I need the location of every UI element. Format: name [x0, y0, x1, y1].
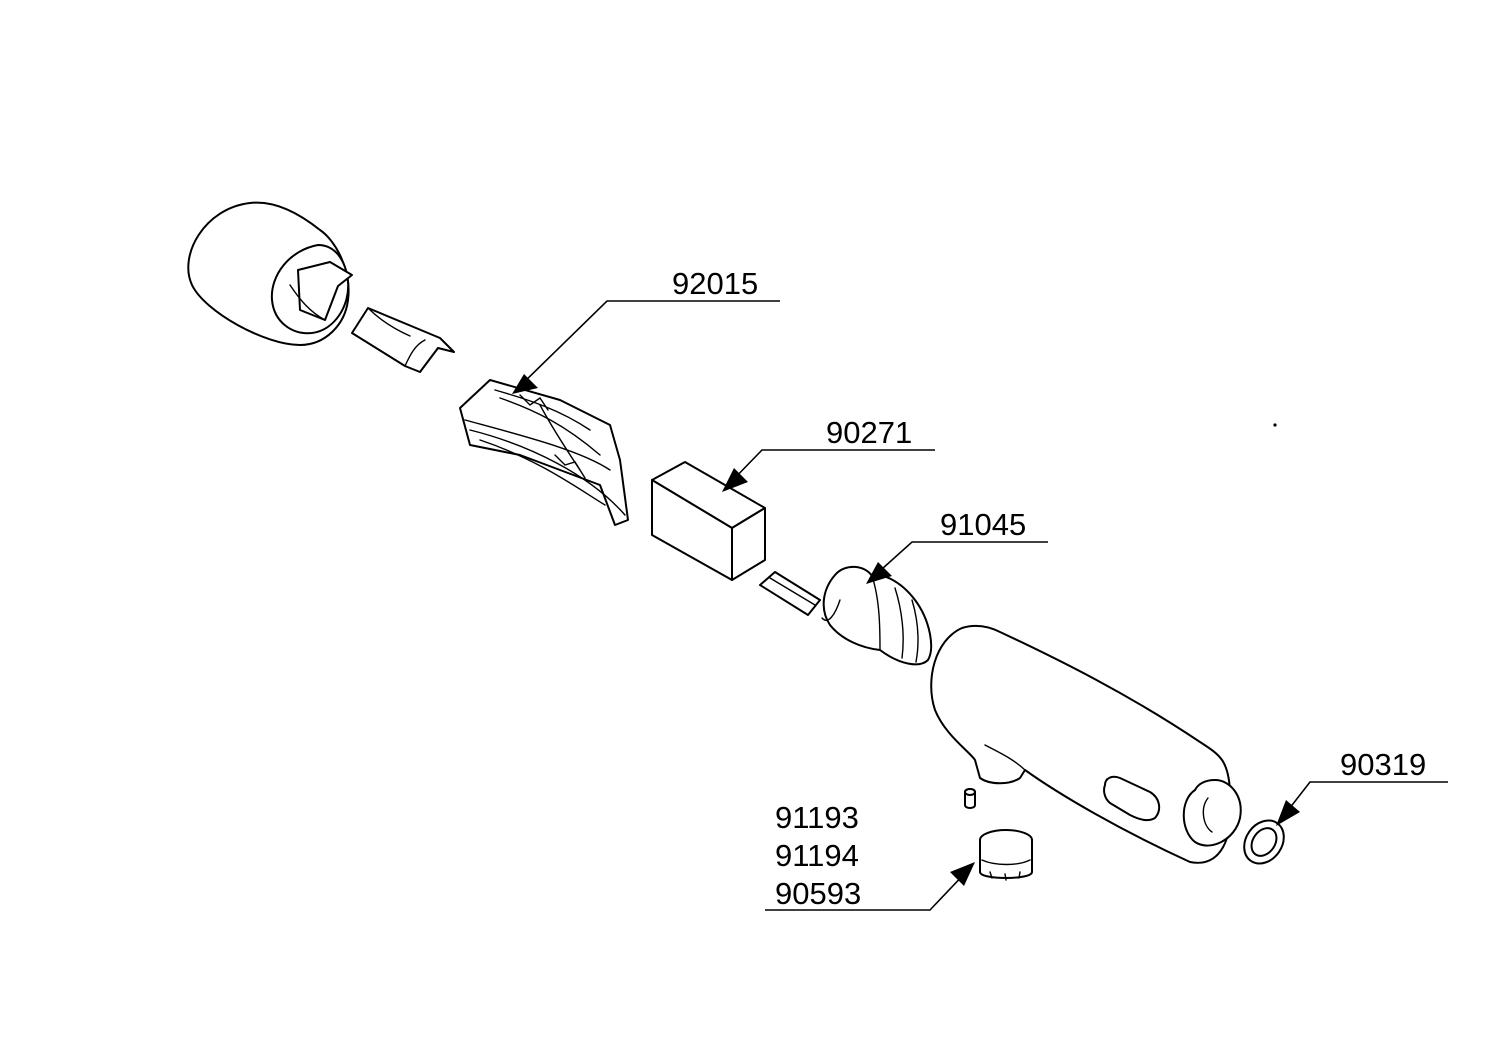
stray-mark [1273, 423, 1277, 427]
callout-90271: 90271 [722, 415, 935, 492]
callout-92015: 92015 [512, 266, 780, 394]
callout-91045: 91045 [866, 507, 1048, 584]
part-number-aerator-1: 91193 [775, 800, 859, 835]
part-number-aerator-2: 91194 [775, 838, 859, 873]
part-number-91045: 91045 [940, 507, 1026, 542]
solenoid-valve [821, 565, 933, 666]
clip-bracket [351, 307, 455, 373]
sensor-cable-assembly [459, 379, 629, 526]
end-cap [187, 201, 353, 346]
spout-body [930, 624, 1242, 864]
callout-90319: 90319 [1276, 747, 1448, 826]
small-plug [964, 788, 976, 809]
aerator [979, 829, 1033, 881]
connector-pin [759, 571, 821, 616]
washer-ring [1243, 819, 1285, 865]
callout-aerator: 91193 91194 90593 [765, 800, 975, 911]
control-box [651, 461, 766, 581]
part-number-92015: 92015 [672, 266, 758, 301]
part-number-90319: 90319 [1340, 747, 1426, 782]
part-number-90271: 90271 [826, 415, 912, 450]
part-number-aerator-3: 90593 [775, 876, 861, 911]
